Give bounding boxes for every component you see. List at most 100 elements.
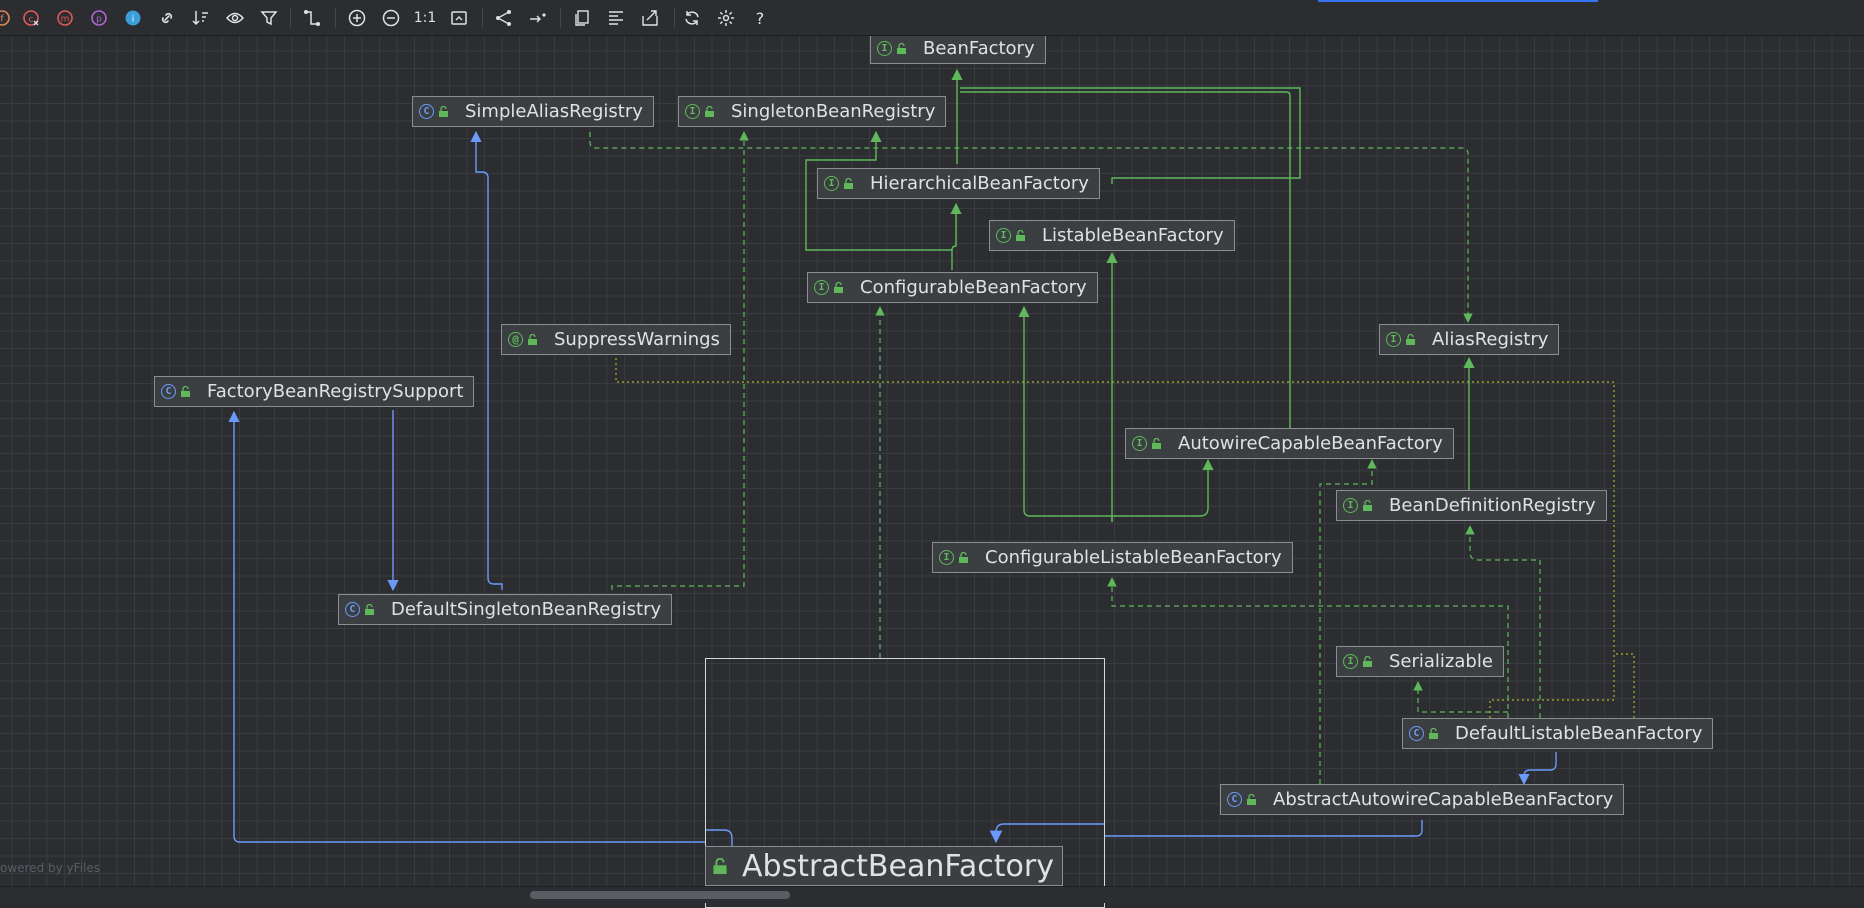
show-dependencies-icon[interactable] <box>155 6 179 30</box>
edge-dsbr-to-singletonregistry <box>611 131 749 590</box>
interface-icon: I <box>685 104 700 119</box>
show-properties-icon[interactable]: p <box>87 6 111 30</box>
node-hierarchicalbeanfactory[interactable]: I HierarchicalBeanFactory <box>817 168 1100 199</box>
diagram-canvas[interactable]: I BeanFactory C SimpleAliasRegistry I Si… <box>0 36 1864 886</box>
refresh-icon[interactable] <box>680 6 704 30</box>
node-label: SingletonBeanRegistry <box>731 101 936 122</box>
node-label: SimpleAliasRegistry <box>465 101 643 122</box>
diagram-toolbar: f c m p i 1:1 <box>0 0 1864 36</box>
fit-content-icon[interactable] <box>447 6 471 30</box>
node-label: HierarchicalBeanFactory <box>870 173 1089 194</box>
node-autowirecapablebeanfactory[interactable]: I AutowireCapableBeanFactory <box>1125 428 1454 459</box>
show-inner-classes-icon[interactable]: i <box>121 6 145 30</box>
interface-icon: I <box>877 41 892 56</box>
node-suppresswarnings[interactable]: @ SuppressWarnings <box>501 324 731 355</box>
class-icon: C <box>345 602 360 617</box>
edge-cbf-listable-to-configurable <box>1018 305 1113 522</box>
interface-icon: I <box>1343 498 1358 513</box>
help-icon[interactable]: ? <box>755 8 765 28</box>
edge-routing-icon[interactable] <box>300 6 324 30</box>
lock-icon <box>1406 334 1415 345</box>
show-fields-icon[interactable]: f <box>0 6 14 30</box>
svg-text:f: f <box>0 15 4 25</box>
node-singletonbeanregistry[interactable]: I SingletonBeanRegistry <box>678 96 947 127</box>
node-configurablelistablebeanfactory[interactable]: I ConfigurableListableBeanFactory <box>932 542 1293 573</box>
node-label: BeanFactory <box>923 38 1035 59</box>
lock-icon <box>365 604 374 615</box>
visibility-icon[interactable] <box>223 6 247 30</box>
interface-icon: I <box>814 280 829 295</box>
lock-icon <box>528 334 537 345</box>
svg-text:i: i <box>132 15 135 25</box>
svg-text:m: m <box>61 15 70 25</box>
lock-icon <box>1152 438 1161 449</box>
toolbar-separator <box>290 8 291 28</box>
diagram-edges <box>228 68 1635 846</box>
node-label: BeanDefinitionRegistry <box>1389 495 1596 516</box>
node-label: AliasRegistry <box>1432 329 1549 350</box>
node-serializable[interactable]: I Serializable <box>1336 646 1504 677</box>
edge-dlbf-to-bdr <box>1465 525 1541 718</box>
node-aliasregistry[interactable]: I AliasRegistry <box>1379 324 1560 355</box>
edge-cbf-listable-to-autowire <box>1112 458 1214 517</box>
node-label: DefaultListableBeanFactory <box>1455 723 1703 744</box>
edge-annotation-usage <box>615 358 1615 718</box>
layout-icon[interactable] <box>492 6 516 30</box>
lock-icon <box>1363 500 1372 511</box>
actual-size-icon[interactable]: 1:1 <box>413 10 437 26</box>
node-label: FactoryBeanRegistrySupport <box>207 381 464 402</box>
node-listablebeanfactory[interactable]: I ListableBeanFactory <box>989 220 1235 251</box>
node-abstractbeanfactory[interactable]: AbstractBeanFactory <box>705 846 1063 886</box>
node-label: AbstractAutowireCapableBeanFactory <box>1273 789 1614 810</box>
node-defaultlistablebeanfactory[interactable]: C DefaultListableBeanFactory <box>1402 718 1714 749</box>
edge-simplealias-to-aliasregistry <box>589 132 1473 323</box>
lock-icon <box>1429 728 1438 739</box>
align-icon[interactable] <box>604 6 628 30</box>
node-beanfactory[interactable]: I BeanFactory <box>870 36 1046 64</box>
class-icon: C <box>1409 726 1424 741</box>
node-abstractautowirecapablebeanfactory[interactable]: C AbstractAutowireCapableBeanFactory <box>1220 784 1625 815</box>
lock-icon <box>1247 794 1256 805</box>
zoom-out-icon[interactable] <box>379 6 403 30</box>
yfiles-watermark: owered by yFiles <box>0 861 100 875</box>
lock-icon <box>1016 230 1025 241</box>
edge-abf-to-fbrs <box>228 410 705 843</box>
node-label: ConfigurableListableBeanFactory <box>985 547 1282 568</box>
node-configurablebeanfactory[interactable]: I ConfigurableBeanFactory <box>807 272 1098 303</box>
edge-configurable-to-hierarchical <box>950 202 962 270</box>
node-label: Serializable <box>1389 651 1493 672</box>
toolbar-accent-bar <box>1318 0 1598 2</box>
show-constructors-icon[interactable]: c <box>19 6 43 30</box>
apply-layout-icon[interactable] <box>526 6 550 30</box>
lock-icon <box>1363 656 1372 667</box>
node-label: DefaultSingletonBeanRegistry <box>391 599 662 620</box>
node-simplealiasregistry[interactable]: C SimpleAliasRegistry <box>412 96 654 127</box>
interface-icon: I <box>939 550 954 565</box>
edge-annotation-usage-2 <box>1616 653 1635 718</box>
node-factorybeanregistrysupport[interactable]: C FactoryBeanRegistrySupport <box>154 376 475 407</box>
filter-icon[interactable] <box>257 6 281 30</box>
edge-dlbf-to-serializable <box>1413 681 1508 713</box>
node-label: SuppressWarnings <box>554 329 720 350</box>
sort-icon[interactable] <box>189 6 213 30</box>
export-icon[interactable] <box>638 6 662 30</box>
lock-icon <box>959 552 968 563</box>
toolbar-separator <box>674 8 675 28</box>
edge-abf-selection-hook <box>705 829 733 846</box>
edge-listable-to-beanfactory <box>960 87 1301 184</box>
horizontal-scrollbar[interactable] <box>0 886 1864 903</box>
scrollbar-thumb[interactable] <box>530 891 790 899</box>
show-methods-icon[interactable]: m <box>53 6 77 30</box>
edge-aacbf-to-abf-head <box>989 823 1105 844</box>
toolbar-separator <box>335 8 336 28</box>
edge-aacbf-to-autowire <box>1319 459 1377 784</box>
node-beandefinitionregistry[interactable]: I BeanDefinitionRegistry <box>1336 490 1607 521</box>
zoom-in-icon[interactable] <box>345 6 369 30</box>
edge-dlbf-to-cbflistable <box>1107 577 1509 718</box>
node-defaultsingletonbeanregistry[interactable]: C DefaultSingletonBeanRegistry <box>338 594 673 625</box>
svg-text:p: p <box>96 15 102 25</box>
copy-diagram-icon[interactable] <box>570 6 594 30</box>
annotation-icon: @ <box>508 332 523 347</box>
edge-configurable-to-singletonregistry <box>805 130 952 251</box>
settings-icon[interactable] <box>714 6 738 30</box>
